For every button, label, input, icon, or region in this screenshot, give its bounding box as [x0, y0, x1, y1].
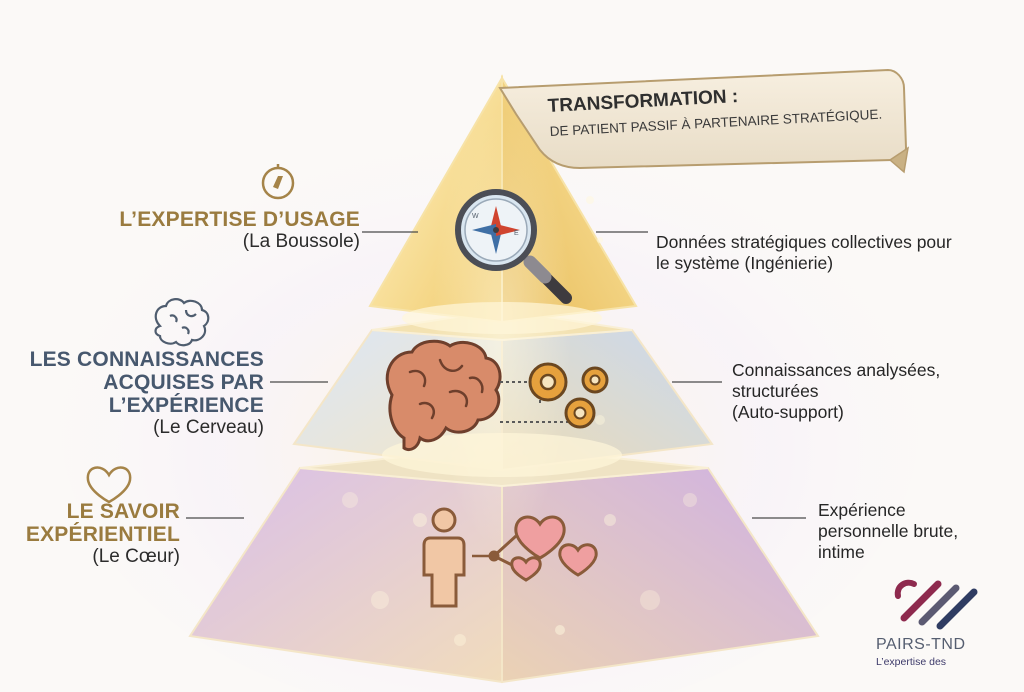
magnifier-compass-icon: W E	[455, 189, 572, 304]
level-bottom-title-line-2: EXPÉRIENTIEL	[25, 523, 180, 546]
level-top-description-line-2: le système (Ingénierie)	[656, 253, 834, 273]
level-top-description: Données stratégiques collectives pour le…	[656, 232, 996, 274]
level-middle-title-line-3: L’EXPÉRIENCE	[108, 394, 264, 417]
level-bottom-description-line-2: personnelle brute,	[818, 521, 959, 541]
level-bottom-description: Expérience personnelle brute, intime	[818, 500, 1018, 563]
logo-name: PAIRS-TND	[876, 636, 966, 653]
pyramid	[188, 74, 820, 684]
level-bottom-description-line-1: Expérience	[818, 500, 906, 520]
compass-icon	[261, 164, 295, 200]
level-middle-left-label: LES CONNAISSANCES ACQUISES PAR L’EXPÉRIE…	[10, 348, 264, 439]
level-top-description-line-1: Données stratégiques collectives pour	[656, 232, 952, 252]
person-hearts-icon	[422, 507, 598, 608]
svg-text:W: W	[472, 213, 479, 220]
svg-text:E: E	[514, 230, 519, 237]
level-middle-description-line-2: structurées	[732, 381, 819, 401]
level-top-left-label: L’EXPERTISE D’USAGE (La Boussole)	[110, 208, 360, 253]
level-middle-description: Connaissances analysées, structurées (Au…	[732, 360, 1002, 423]
heart-icon	[86, 466, 132, 504]
level-top-subtitle: (La Boussole)	[242, 231, 360, 252]
level-top-title: L’EXPERTISE D’USAGE	[119, 208, 360, 231]
level-middle-description-line-3: (Auto-support)	[732, 402, 844, 422]
level-bottom-subtitle: (Le Cœur)	[92, 546, 180, 567]
level-middle-subtitle: (Le Cerveau)	[153, 417, 264, 438]
level-middle-title-line-2: ACQUISES PAR	[103, 371, 264, 394]
level-bottom-description-line-3: intime	[818, 542, 865, 562]
level-middle-title-line-1: LES CONNAISSANCES	[29, 348, 264, 371]
connector-lines	[186, 231, 806, 519]
logo-tagline: L’expertise des	[876, 656, 947, 668]
pairs-tnd-logo	[894, 579, 978, 630]
banner: TRANSFORMATION : DE PATIENT PASSIF À PAR…	[498, 68, 910, 174]
level-middle-description-line-1: Connaissances analysées,	[732, 360, 941, 380]
brain-icon	[154, 298, 210, 347]
level-bottom-left-label: LE SAVOIR EXPÉRIENTIEL (Le Cœur)	[10, 500, 180, 568]
level-bottom-title-line-1: LE SAVOIR	[66, 500, 180, 523]
tier-bottom	[188, 444, 820, 684]
brain-gears-icon	[385, 339, 609, 452]
